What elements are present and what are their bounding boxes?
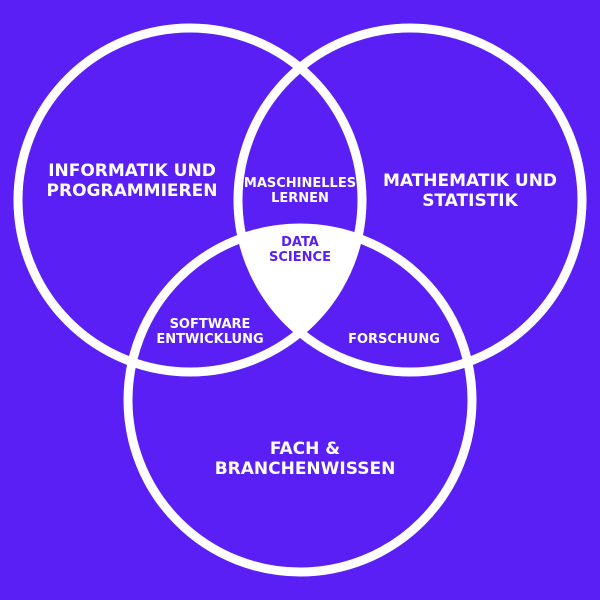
label-software-entwicklung: SOFTWARE ENTWICKLUNG	[156, 317, 264, 347]
circle-informatik	[13, 23, 367, 377]
label-maschinelles-lernen: MASCHINELLES LERNEN	[243, 176, 357, 206]
label-data-science: DATA SCIENCE	[269, 235, 331, 265]
center-intersection	[242, 228, 358, 333]
label-fach: FACH & BRANCHENWISSEN	[214, 439, 396, 479]
label-forschung: FORSCHUNG	[348, 332, 440, 347]
circle-mathematik	[233, 23, 587, 377]
label-mathematik: MATHEMATIK UND STATISTIK	[382, 171, 558, 211]
circle-fach	[123, 223, 477, 577]
label-informatik: INFORMATIK UND PROGRAMMIEREN	[46, 161, 218, 201]
